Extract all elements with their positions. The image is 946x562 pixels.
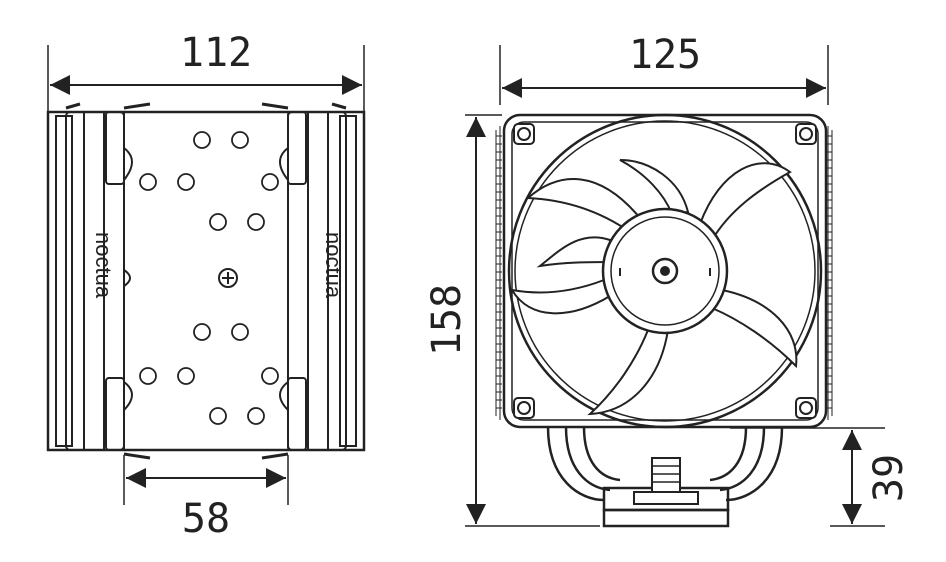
fan-ring-outer	[507, 113, 823, 429]
base-width-label: 58	[182, 496, 230, 542]
side-body-outline	[46, 110, 366, 452]
mount-screw-icon	[651, 457, 681, 493]
front-view: 125 158 39	[424, 32, 912, 528]
fan-hub-inner	[610, 216, 720, 326]
heatsink-fins	[495, 126, 833, 420]
fan-blades	[510, 159, 798, 416]
fan-frame-inner	[511, 121, 819, 421]
brand-label-right: noctua	[321, 232, 346, 299]
hub-center-dot	[660, 266, 670, 276]
fan-ring-inner	[514, 120, 816, 422]
mount-bar	[633, 491, 699, 505]
top-width-label: 112	[180, 30, 252, 76]
fan-mount-holes	[513, 123, 817, 419]
fan-width-label: 125	[629, 32, 701, 78]
center-screw-cross	[222, 272, 234, 284]
left-fan-clip-stack	[55, 111, 133, 451]
brand-label-left: noctua	[91, 232, 116, 299]
base-height-label: 39	[866, 454, 912, 502]
heatpipe-holes	[139, 131, 279, 425]
base-contact	[602, 508, 730, 528]
side-view: 112	[46, 30, 366, 542]
right-fan-clip-stack	[279, 111, 357, 451]
screw-threads	[652, 465, 680, 483]
clip-tabs	[65, 102, 347, 460]
height-label: 158	[424, 284, 470, 356]
